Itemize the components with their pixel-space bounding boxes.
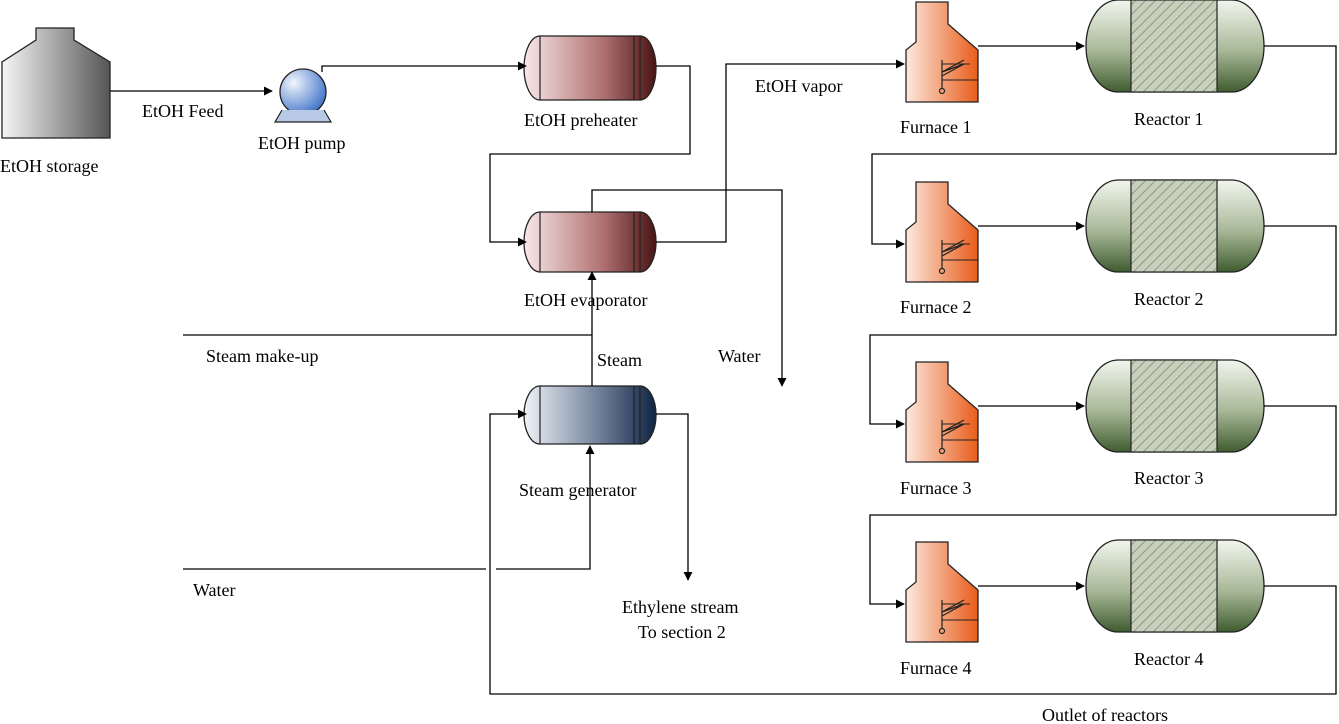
label-etoh-preheater: EtOH preheater xyxy=(524,110,637,130)
furnace-4 xyxy=(905,541,979,643)
label-outlet-of-reactors: Outlet of reactors xyxy=(1042,705,1168,724)
label-reactor-4: Reactor 4 xyxy=(1134,649,1203,669)
label-water-evaporator: Water xyxy=(718,346,761,366)
steam-generator xyxy=(523,385,657,445)
label-reactor-1: Reactor 1 xyxy=(1134,109,1203,129)
label-reactor-3: Reactor 3 xyxy=(1134,468,1203,488)
label-steam-generator: Steam generator xyxy=(519,480,636,500)
etoh-pump xyxy=(273,68,333,123)
label-etoh-evaporator: EtOH evaporator xyxy=(524,290,647,310)
furnace-1 xyxy=(905,1,979,103)
label-furnace-3: Furnace 3 xyxy=(900,478,971,498)
label-steam-makeup: Steam make-up xyxy=(206,346,318,366)
label-etoh-feed: EtOH Feed xyxy=(142,101,223,121)
reactor-4 xyxy=(1085,539,1265,633)
label-to-section-2: To section 2 xyxy=(638,622,726,642)
stream-lines xyxy=(110,41,1337,695)
label-etoh-storage: EtOH storage xyxy=(0,156,98,176)
label-steam: Steam xyxy=(597,350,642,370)
label-etoh-pump: EtOH pump xyxy=(258,133,346,153)
reactor-3 xyxy=(1085,359,1265,453)
etoh-preheater xyxy=(523,35,657,101)
furnace-3 xyxy=(905,361,979,463)
etoh-storage-tank xyxy=(1,27,111,139)
label-ethylene-stream: Ethylene stream xyxy=(622,597,738,617)
label-furnace-4: Furnace 4 xyxy=(900,658,971,678)
label-furnace-1: Furnace 1 xyxy=(900,117,971,137)
label-etoh-vapor: EtOH vapor xyxy=(755,76,842,96)
label-reactor-2: Reactor 2 xyxy=(1134,289,1203,309)
furnace-2 xyxy=(905,181,979,283)
label-water-feed: Water xyxy=(193,580,236,600)
reactor-2 xyxy=(1085,179,1265,273)
label-furnace-2: Furnace 2 xyxy=(900,297,971,317)
reactor-1 xyxy=(1085,0,1265,93)
etoh-evaporator xyxy=(523,211,657,273)
